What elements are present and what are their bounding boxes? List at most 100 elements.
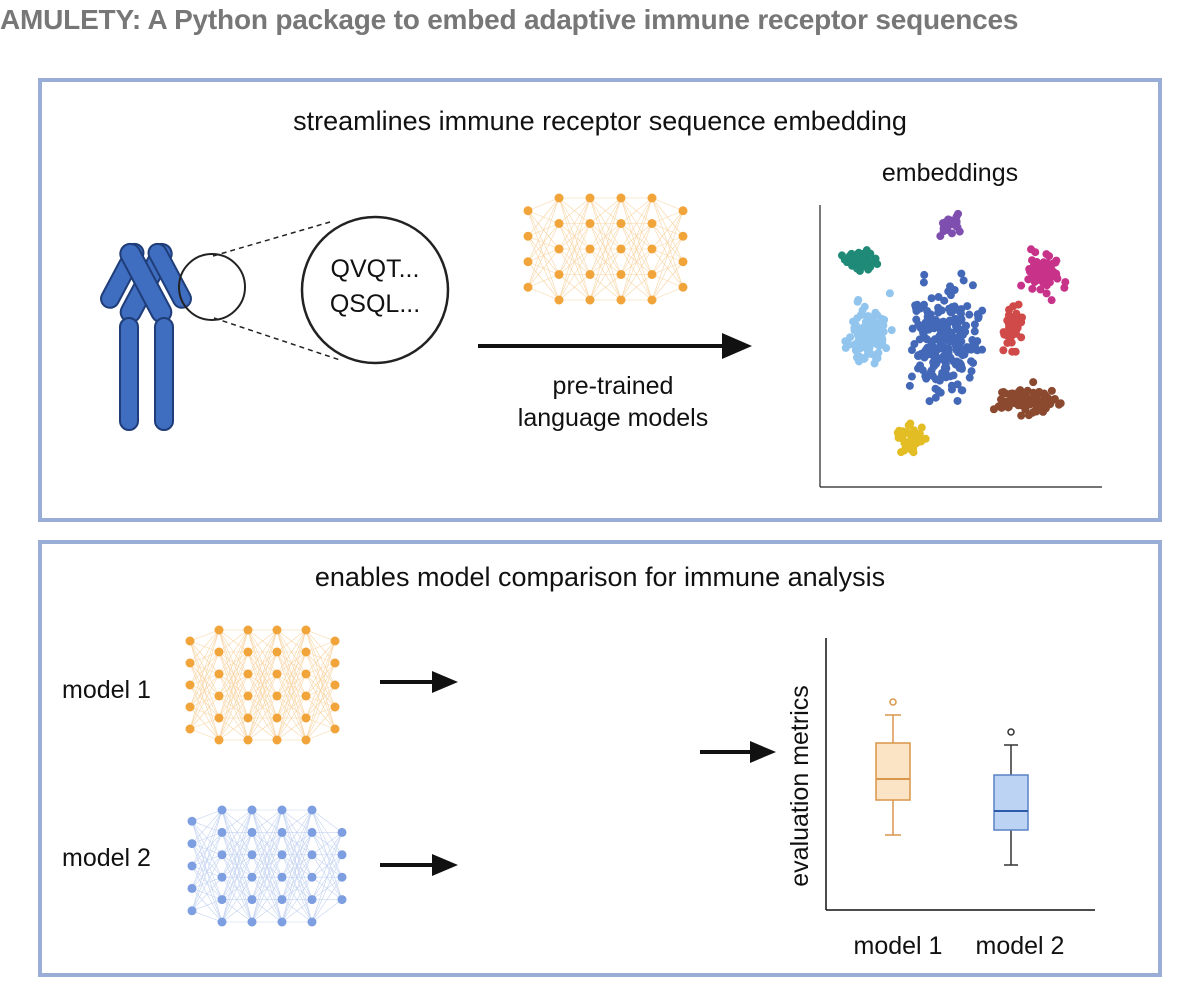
embed-main-cluster-4 [905,269,987,406]
m2-net-node [217,895,227,905]
m2-net-node [217,827,227,837]
embed-main-cluster-3 [1017,245,1070,305]
m1-net-node [185,724,195,734]
p1-net-edges [527,197,684,301]
embed-main-cluster-6 [999,300,1027,356]
m1-net-node [330,636,340,646]
p1-net-node [523,231,533,241]
m2-net-node [217,850,227,860]
m1-net-node [301,713,311,723]
arrow-model2 [380,854,458,876]
embed-main-cluster-8 [893,419,930,457]
sequence-line-2: QSQL... [330,290,420,318]
m2-net-node [247,827,257,837]
m2-net-node [277,850,287,860]
m1-net-node [243,669,253,679]
m2-net-node [247,805,257,815]
zoom-small-circle [178,253,246,321]
m2-net-node [337,850,347,860]
m1-net-node [214,647,224,657]
m2-net-node [307,872,317,882]
m1-net-node [272,647,282,657]
m2-net-node [247,917,257,927]
figure-title: AMULETY: A Python package to embed adapt… [0,4,1019,35]
m1-net-node [243,625,253,635]
m2-net-node [187,906,197,916]
m1-net-node [243,713,253,723]
p1-net-node [585,270,595,279]
m1-net-node [272,669,282,679]
boxplot-ylabel: evaluation metrics [786,685,814,886]
p1-net-node [616,270,626,279]
m1-net-node [214,713,224,723]
m1-net-node [330,680,340,690]
zoom-line-top [212,221,331,257]
m2-net-node [277,872,287,882]
m1-net-node [185,702,195,712]
m2-net-node [187,839,197,849]
antibody-icon [100,242,192,431]
m1-net-node [301,669,311,679]
m2-net-node [307,805,317,815]
p1-net-node [554,244,564,254]
m2-net-edges [191,809,343,923]
m2-net-node [307,917,317,927]
zoom-line-bottom [213,317,341,361]
p1-net-node [647,193,657,203]
m1-net-node [185,658,195,668]
m1-net-node [272,625,282,635]
p1-net-node [647,219,657,228]
m2-net-node [277,917,287,927]
arrow-label-line-2: language models [517,404,709,432]
model2-label: model 2 [62,844,151,872]
p1-net-node [647,295,657,305]
m2-net-node [247,872,257,882]
m1-net-edges [189,629,336,741]
boxplot-model1 [875,698,911,836]
m1-net-node [330,724,340,734]
panel-heading: enables model comparison for immune anal… [314,562,886,592]
comparison-panel: enables model comparison for immune anal… [38,540,1162,977]
antibody-stem-right [154,317,174,431]
embed-main-cluster-5 [841,289,896,368]
arrow-model1 [380,671,458,693]
arrow-to-metrics [700,741,776,763]
p1-net-node [678,282,688,292]
p1-net-node [523,206,533,216]
m1-net-node [185,636,195,646]
embedding-panel: streamlines immune receptor sequence emb… [38,78,1162,522]
embed-main-cluster-1 [837,246,882,275]
embed-main-cluster-2 [936,209,964,241]
m2-net-node [307,850,317,860]
m1-net-node [330,702,340,712]
m1-net-node [243,691,253,701]
m1-net-node [301,625,311,635]
p1-net-node [523,282,533,292]
m2-net-node [337,895,347,905]
zoom-large-circle [300,215,450,365]
m1-net-node [214,735,224,745]
boxplot-xtick-model2: model 2 [976,932,1065,960]
m1-net-node [243,735,253,745]
m1-net-node [272,735,282,745]
boxplot-xtick-model1: model 1 [854,932,943,960]
m2-net-node [187,861,197,871]
m1-net-node [214,625,224,635]
m2-net-node [187,883,197,893]
m2-net-node [307,827,317,837]
m1-net-node [214,691,224,701]
p1-net-node [554,219,564,228]
m2-net-node [337,827,347,837]
p1-net-node [523,257,533,267]
m2-net-node [337,872,347,882]
embeddings-label: embeddings [881,159,1019,187]
m1-net-node [301,691,311,701]
boxplot-model2 [993,728,1029,866]
